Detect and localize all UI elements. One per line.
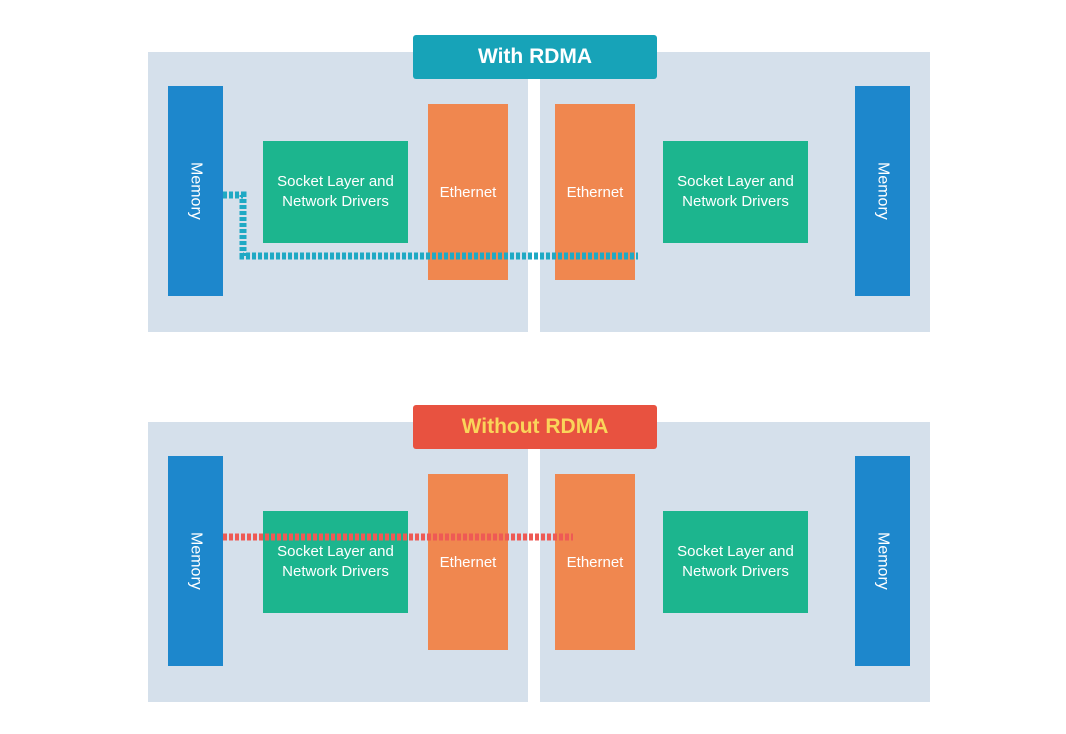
memory-label: Memory (874, 532, 892, 590)
left-memory-block: Memory (168, 456, 223, 666)
rdma-data-path (223, 191, 638, 260)
left-ethernet-block: Ethernet (428, 104, 508, 280)
right-ethernet-block: Ethernet (555, 104, 635, 280)
left-ethernet-block: Ethernet (428, 474, 508, 650)
right-socket-layer-block: Socket Layer and Network Drivers (663, 511, 808, 613)
diagram-title: Without RDMA (413, 405, 657, 449)
memory-label: Memory (187, 162, 205, 220)
left-socket-layer-block: Socket Layer and Network Drivers (263, 511, 408, 613)
diagram-title: With RDMA (413, 35, 657, 79)
memory-label: Memory (874, 162, 892, 220)
right-memory-block: Memory (855, 456, 910, 666)
right-ethernet-block: Ethernet (555, 474, 635, 650)
right-socket-layer-block: Socket Layer and Network Drivers (663, 141, 808, 243)
right-memory-block: Memory (855, 86, 910, 296)
memory-label: Memory (187, 532, 205, 590)
left-socket-layer-block: Socket Layer and Network Drivers (263, 141, 408, 243)
left-memory-block: Memory (168, 86, 223, 296)
